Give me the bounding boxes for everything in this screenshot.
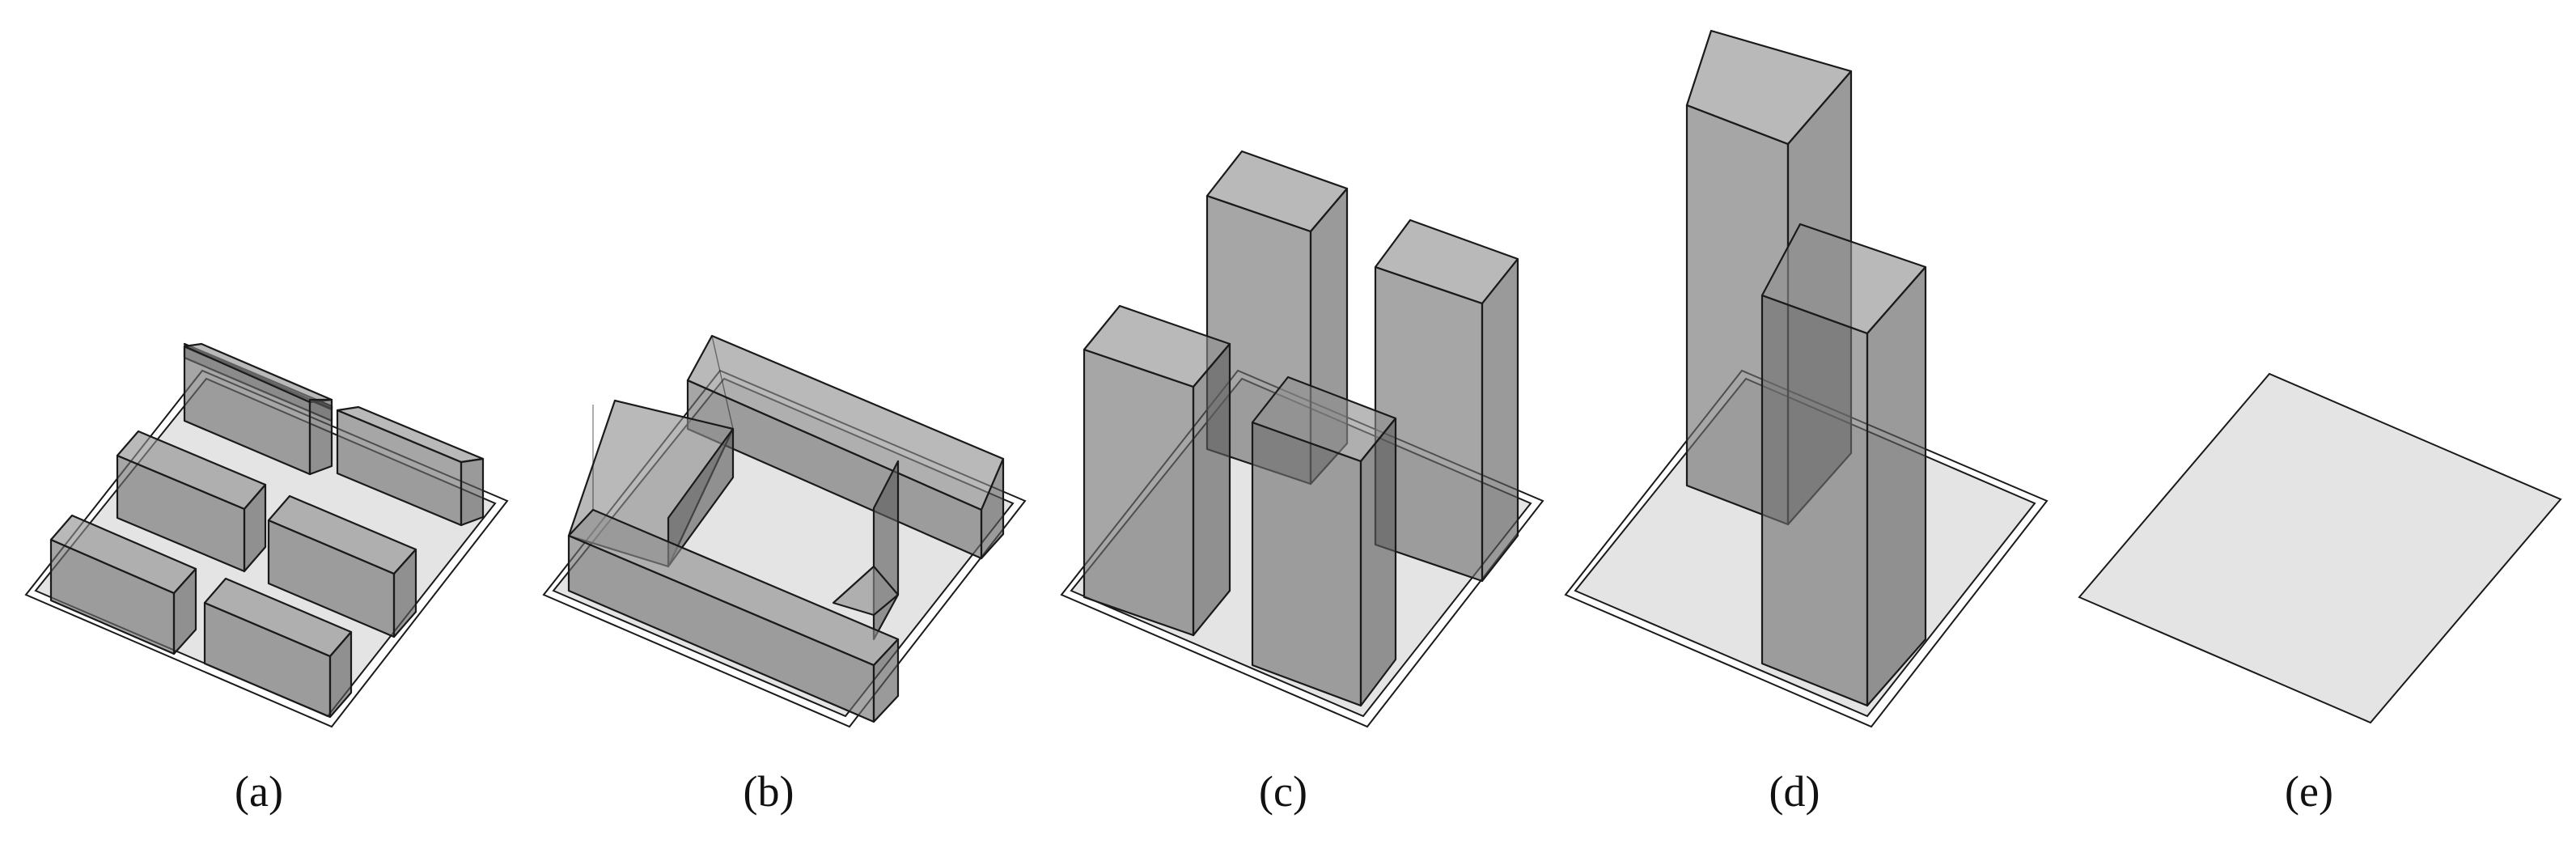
site-plot bbox=[2078, 372, 2562, 724]
tower bbox=[1374, 218, 1519, 583]
panel-a bbox=[24, 342, 509, 728]
tower bbox=[1083, 304, 1231, 637]
panel-d bbox=[1564, 29, 2049, 728]
tower bbox=[1251, 375, 1397, 707]
building-block bbox=[116, 430, 267, 573]
courtyard-building bbox=[567, 334, 1005, 723]
building-block bbox=[183, 342, 333, 476]
panel-e bbox=[2078, 372, 2562, 724]
caption-a: (a) bbox=[235, 767, 283, 816]
building-block bbox=[336, 405, 485, 527]
panel-b bbox=[542, 334, 1027, 728]
site-border bbox=[1564, 369, 2049, 728]
building-block bbox=[203, 577, 353, 719]
building-block bbox=[267, 494, 417, 638]
tower bbox=[1760, 223, 1927, 707]
caption-e: (e) bbox=[2285, 767, 2333, 816]
building-block bbox=[49, 514, 197, 655]
caption-b: (b) bbox=[744, 767, 794, 816]
panel-c bbox=[1060, 150, 1544, 728]
caption-c: (c) bbox=[1259, 767, 1307, 816]
caption-d: (d) bbox=[1769, 767, 1820, 816]
